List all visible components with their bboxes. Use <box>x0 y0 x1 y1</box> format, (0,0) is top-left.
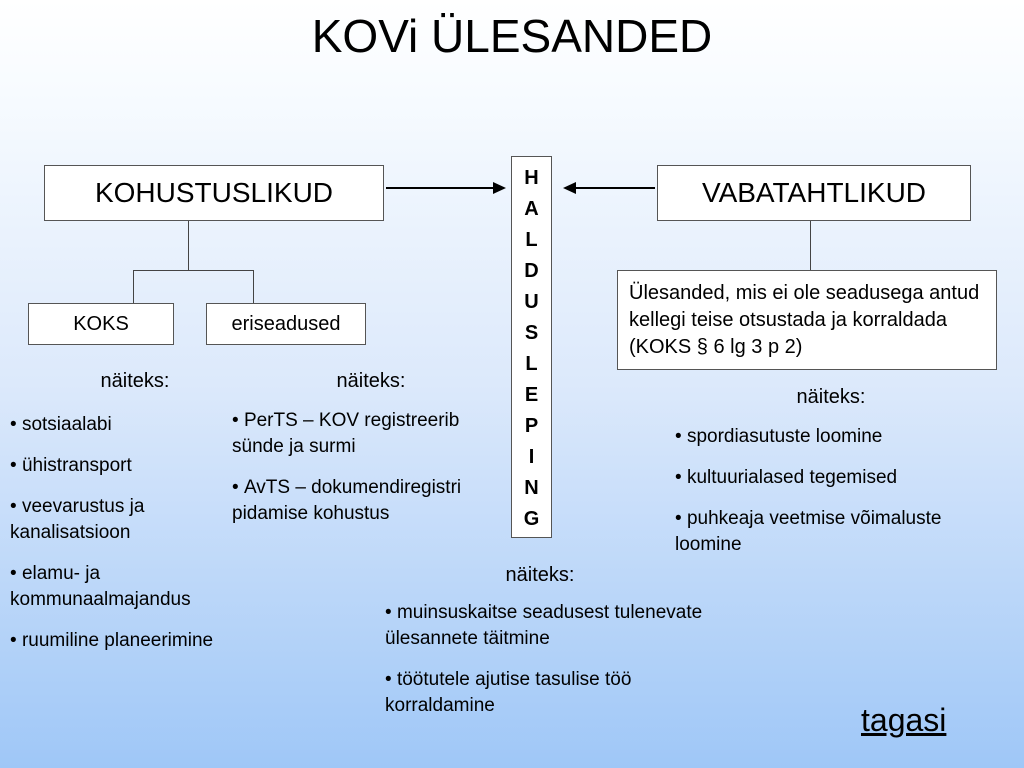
back-link[interactable]: tagasi <box>861 702 947 738</box>
mandatory-heading-box: KOHUSTUSLIKUD <box>44 165 384 221</box>
arrowhead-right <box>493 182 506 194</box>
contract-letter: L <box>525 353 538 375</box>
connector-mandatory-branch <box>133 270 254 271</box>
koks-box: KOKS <box>28 303 174 345</box>
mandatory-heading: KOHUSTUSLIKUD <box>94 177 334 208</box>
voluntary-description: Ülesanded, mis ei ole seadusega antud ke… <box>629 282 980 358</box>
voluntary-examples-label: näiteks: <box>796 386 866 408</box>
contract-examples-list: muinsuskaitse seadusest tulenevate ülesa… <box>385 600 715 734</box>
list-item: spordiasutuste loomine <box>675 424 955 450</box>
contract-letter: D <box>524 260 539 282</box>
list-item: ruumiline planeerimine <box>10 628 240 654</box>
page-title: KOVi ÜLESANDED <box>311 10 713 62</box>
contract-letter: A <box>524 198 539 220</box>
contract-letter: G <box>523 508 540 530</box>
arrowhead-left <box>563 182 576 194</box>
connector-mandatory-down <box>188 221 189 270</box>
contract-examples-label: näiteks: <box>505 564 575 586</box>
koks-examples-label: näiteks: <box>100 370 170 392</box>
connector-to-eriseadused <box>253 270 254 303</box>
contract-letter: H <box>524 167 539 189</box>
voluntary-description-box: Ülesanded, mis ei ole seadusega antud ke… <box>617 270 997 370</box>
list-item: veevarustus ja kanalisatsioon <box>10 494 240 546</box>
eriseadused-label: eriseadused <box>231 312 341 335</box>
list-item: PerTS – KOV registreerib sünde ja surmi <box>232 408 508 460</box>
voluntary-examples-list: spordiasutuste loomine kultuurialased te… <box>675 424 955 573</box>
contract-letter: S <box>524 322 539 344</box>
halduusleping-box: H A L D U S L E P I N G <box>511 156 552 538</box>
connector-voluntary-down <box>810 221 811 270</box>
eriseadused-box: eriseadused <box>206 303 366 345</box>
koks-examples-list: sotsiaalabi ühistransport veevarustus ja… <box>10 412 240 669</box>
connector-to-koks <box>133 270 134 303</box>
contract-letter: U <box>524 291 539 313</box>
list-item: töötutele ajutise tasulise töö korraldam… <box>385 667 715 719</box>
contract-letter: N <box>524 477 539 499</box>
contract-letter: E <box>524 384 539 406</box>
eriseadused-examples-label: näiteks: <box>336 370 406 392</box>
list-item: elamu- ja kommunaalmajandus <box>10 561 240 613</box>
voluntary-heading-box: VABATAHTLIKUD <box>657 165 971 221</box>
voluntary-heading: VABATAHTLIKUD <box>701 177 927 208</box>
list-item: muinsuskaitse seadusest tulenevate ülesa… <box>385 600 715 652</box>
koks-label: KOKS <box>73 312 129 335</box>
contract-letter: L <box>525 229 538 251</box>
contract-letter: P <box>524 415 539 437</box>
contract-letter: I <box>528 446 535 468</box>
eriseadused-examples-list: PerTS – KOV registreerib sünde ja surmi … <box>232 408 508 542</box>
list-item: kultuurialased tegemised <box>675 465 955 491</box>
list-item: sotsiaalabi <box>10 412 240 438</box>
list-item: AvTS – dokumendiregistri pidamise kohust… <box>232 475 508 527</box>
list-item: puhkeaja veetmise võimaluste loomine <box>675 506 955 558</box>
list-item: ühistransport <box>10 453 240 479</box>
